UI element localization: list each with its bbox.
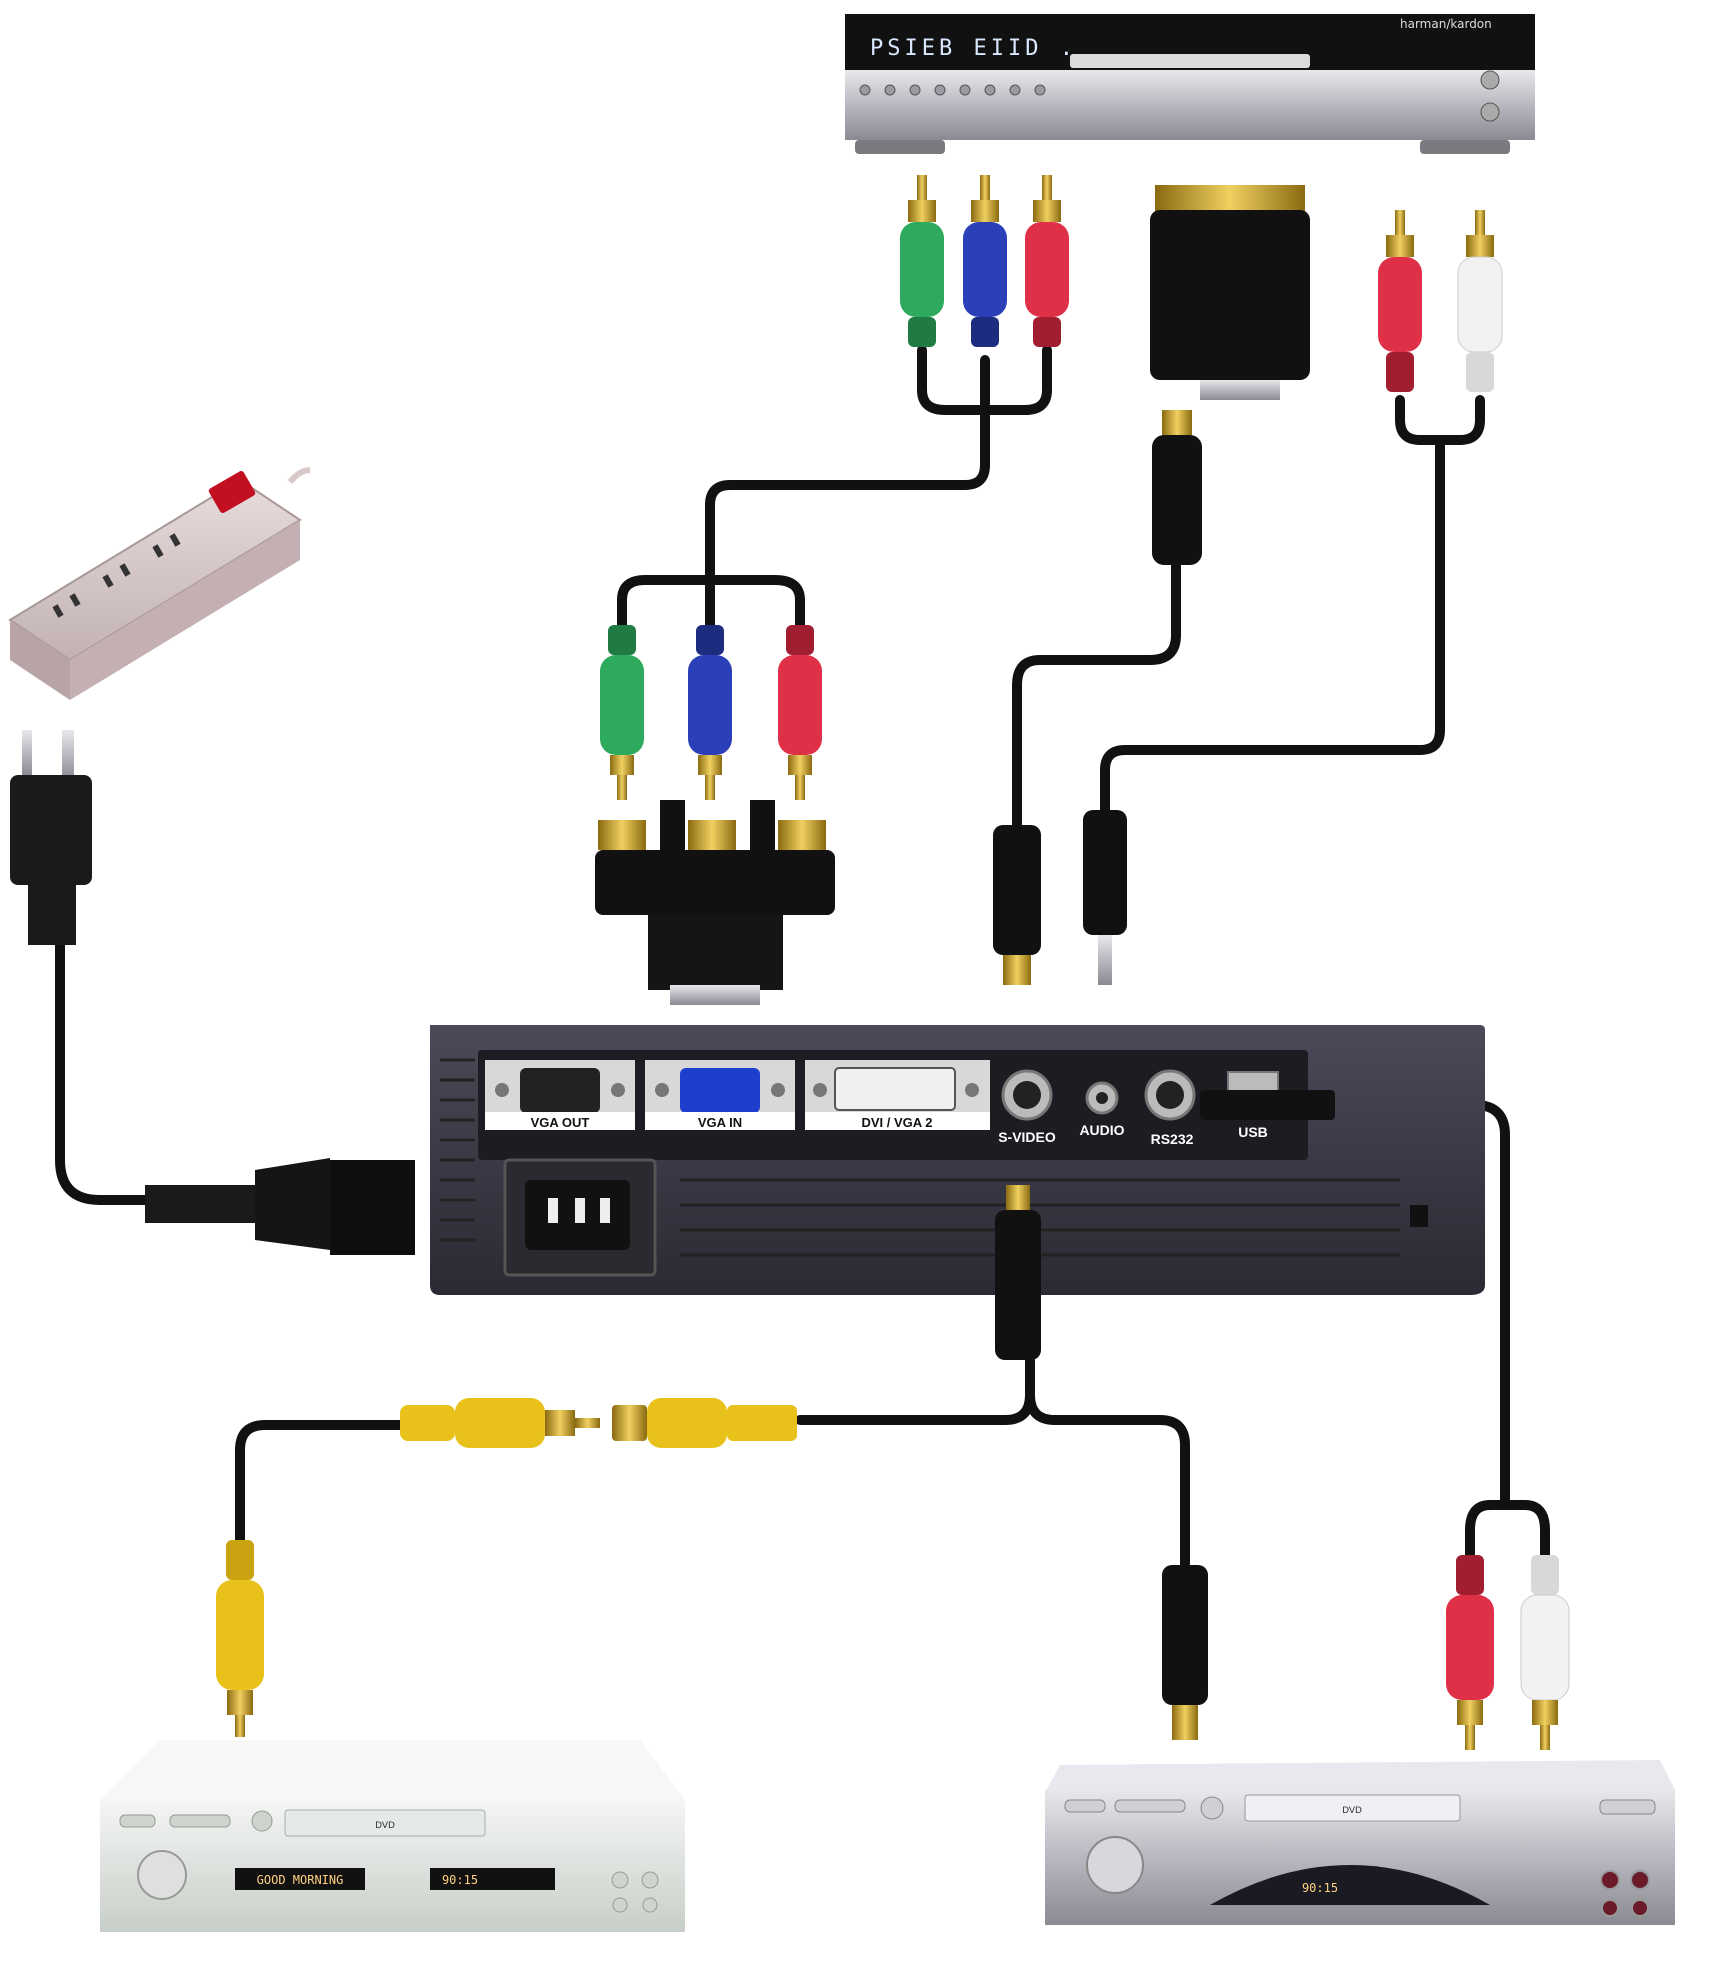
component-cable-top-green (917, 345, 990, 415)
dvd-right-time: 90:15 (1302, 1881, 1338, 1895)
composite-rca-vertical (216, 1540, 264, 1737)
audio-cable-top-main (1100, 435, 1445, 820)
receiver-disc-tray (1070, 54, 1310, 68)
svideo-plug-dvd-right (1162, 1565, 1208, 1740)
receiver-front-bottom (845, 70, 1535, 140)
composite-rca-male (400, 1398, 600, 1448)
receiver-display: PSIEB EIID . (870, 36, 1077, 61)
svideo-plug-top (1152, 410, 1202, 565)
rca-to-vga-adapter (595, 800, 835, 1005)
dvd-right-jog-dial (1086, 1836, 1144, 1894)
receiver-foot-left (855, 140, 945, 154)
composite-cable-left (235, 1420, 410, 1545)
cables (55, 345, 1550, 1575)
svideo-plug-down (995, 1185, 1041, 1360)
composite-rca-female (612, 1398, 797, 1448)
rs232-label: RS232 (1151, 1131, 1194, 1147)
kensington-lock-icon (1410, 1205, 1428, 1227)
receiver-foot-right (1420, 140, 1510, 154)
power-strip (8, 467, 311, 700)
svideo-plug-projector (993, 825, 1041, 985)
dvd-right-display-panel (1210, 1865, 1490, 1905)
component-cable-main (705, 405, 990, 595)
usb-label: USB (1238, 1124, 1268, 1140)
power-switch-icon (208, 470, 256, 514)
component-rca-green-top (900, 175, 944, 347)
audio-rca-red-top (1378, 210, 1422, 392)
svideo-cable-bottom-right (1025, 1390, 1190, 1575)
audio-rca-red-bottom (1446, 1555, 1494, 1750)
av-receiver: PSIEB EIID . harman/kardon (845, 14, 1535, 154)
audio-cable-top-b (1435, 395, 1485, 445)
component-rca-red-bottom (778, 625, 822, 800)
receiver-buttons (859, 84, 1046, 96)
vga-in-label: VGA IN (698, 1115, 742, 1130)
component-rca-blue-bottom (688, 625, 732, 800)
audio-rca-white-top (1457, 210, 1503, 392)
component-rca-red-top (1025, 175, 1069, 347)
audio-cable-bottom-split (1465, 1500, 1550, 1565)
svideo-cable-bottom (795, 1355, 1035, 1425)
power-cable (55, 935, 165, 1205)
audio-label: AUDIO (1079, 1122, 1124, 1138)
component-cable-top-red (980, 345, 1052, 415)
audio-cable-top (1395, 395, 1445, 445)
rs232-plug (1200, 1090, 1335, 1120)
receiver-power-knob (1480, 70, 1500, 90)
component-rca-blue-top (963, 175, 1007, 347)
svideo-cable-top (1012, 555, 1181, 835)
dvd-player-left: DVD GOOD MORNING 90:15 (100, 1740, 685, 1932)
audio-jack-plug (1083, 810, 1127, 985)
component-rca-green-bottom (600, 625, 644, 800)
power-plug (10, 730, 92, 945)
projector: VGA OUT VGA IN DVI / VGA 2 S-VIDEO AUDIO… (430, 1025, 1485, 1295)
receiver-brand: harman/kardon (1400, 17, 1492, 31)
scart-adapter (1150, 185, 1310, 400)
audio-rca-white-bottom (1520, 1555, 1570, 1750)
dvd-player-right: DVD 90:15 (1045, 1760, 1675, 1925)
s-video-label: S-VIDEO (998, 1129, 1056, 1145)
receiver-volume-knob (1480, 102, 1500, 122)
dvd-left-display: GOOD MORNING (257, 1873, 344, 1887)
outlet-icons (52, 533, 181, 618)
dvi-vga2-label: DVI / VGA 2 (861, 1115, 932, 1130)
dvd-left-time: 90:15 (442, 1873, 478, 1887)
vga-out-label: VGA OUT (531, 1115, 590, 1130)
iec-power-connector (145, 1158, 415, 1255)
dvd-left-jog-dial (137, 1850, 187, 1900)
dvd-right-logo: DVD (1342, 1806, 1362, 1816)
dvd-left-logo: DVD (375, 1821, 395, 1831)
